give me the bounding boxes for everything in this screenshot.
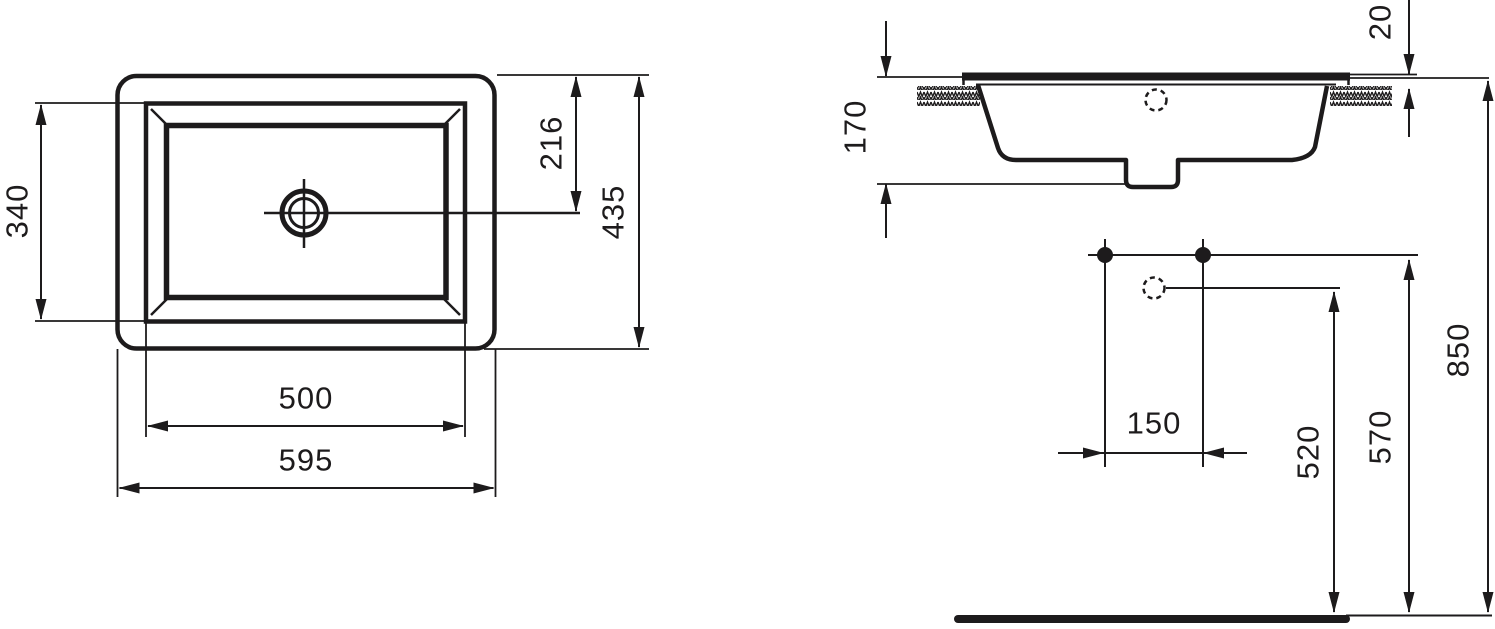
plan-basin-floor-outline — [163, 122, 449, 301]
dim-label-drain-outlet-height: 520 — [1291, 425, 1326, 480]
corner-bevel-bottom-right — [443, 298, 461, 316]
dim-label-overall-width: 595 — [279, 443, 334, 478]
dim-label-fixing-holes-height: 570 — [1363, 410, 1398, 465]
plan-view: 340 216 435 500 595 — [0, 73, 649, 497]
dim-label-rim-thickness: 20 — [1363, 4, 1398, 40]
dim-label-bowl-depth: 170 — [838, 100, 873, 155]
dim-label-fixing-hole-spacing: 150 — [1127, 406, 1182, 441]
counter-hatch-right — [1330, 86, 1392, 106]
dim-label-rim-height: 850 — [1441, 323, 1476, 378]
tap-hole-dashed-circle — [1144, 88, 1168, 112]
drain-outlet-dashed-circle — [1142, 276, 1166, 300]
corner-bevel-top-right — [443, 108, 461, 126]
dim-label-basin-inner-depth: 340 — [0, 184, 35, 239]
corner-bevel-bottom-left — [150, 298, 168, 316]
dim-label-basin-inner-width: 500 — [279, 381, 334, 416]
counter-hatch-left — [917, 86, 980, 106]
dim-label-overall-depth: 435 — [596, 185, 631, 240]
basin-rim-flange — [962, 72, 1350, 81]
basin-bowl-profile — [975, 84, 1330, 190]
corner-bevel-top-left — [150, 108, 168, 126]
dim-label-drain-center-offset: 216 — [534, 116, 569, 171]
section-view: 20 170 150 520 570 850 — [838, 0, 1494, 623]
drain-symbol — [264, 179, 580, 248]
